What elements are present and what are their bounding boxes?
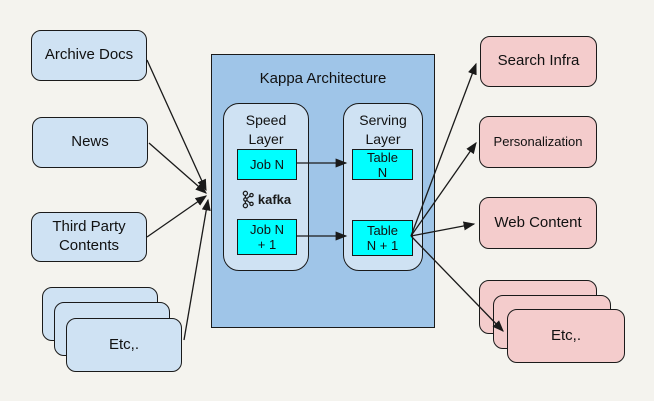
- job-n-cell: Job N: [237, 149, 297, 180]
- sink-etc-card-front: Etc,.: [507, 309, 625, 363]
- arrow-etc-to-kappa: [183, 198, 211, 341]
- sink-personalization: Personalization: [479, 116, 597, 168]
- source-third-party: Third Party Contents: [31, 212, 147, 262]
- table-n-label-line2: N: [377, 164, 388, 180]
- source-archive-docs: Archive Docs: [31, 30, 147, 81]
- source-etc-label: Etc,.: [108, 335, 139, 353]
- kafka-icon: [242, 190, 254, 208]
- table-n-plus-1-label-line2: N + 1: [366, 238, 399, 253]
- serving-layer-title: Serving Layer: [344, 111, 422, 149]
- sink-search-infra: Search Infra: [480, 36, 597, 87]
- job-n-plus-1-cell: Job N + 1: [237, 219, 297, 255]
- job-n-plus-1-label-line2: + 1: [257, 237, 277, 252]
- table-n-plus-1-label-line1: Table: [366, 223, 399, 238]
- sink-personalization-label: Personalization: [493, 133, 583, 149]
- source-archive-docs-label: Archive Docs: [44, 46, 134, 64]
- arrow-archive-docs-to-kappa: [146, 59, 207, 192]
- speed-layer-title: Speed Layer: [224, 111, 308, 149]
- arrow-third-party-to-kappa: [146, 195, 208, 238]
- speed-layer-box: Speed Layer Job N: [223, 103, 309, 271]
- table-n-cell: Table N: [352, 149, 413, 180]
- sink-etc-label: Etc,.: [550, 326, 581, 344]
- kafka-label: kafka: [257, 191, 292, 207]
- arrow-news-to-kappa: [148, 142, 207, 194]
- sink-web-content: Web Content: [479, 197, 597, 249]
- kappa-architecture-box: Kappa Architecture Speed Layer Job N: [211, 54, 435, 328]
- serving-layer-title-line2: Layer: [365, 131, 401, 147]
- serving-layer-title-line1: Serving: [359, 112, 407, 128]
- table-n-label-line1: Table: [366, 149, 399, 165]
- kafka-row: kafka: [224, 188, 308, 210]
- speed-layer-title-line2: Layer: [248, 131, 284, 147]
- source-third-party-label: Third Party Contents: [52, 218, 126, 254]
- source-etc-card-front: Etc,.: [66, 318, 182, 372]
- sink-web-content-label: Web Content: [494, 213, 582, 231]
- sink-search-infra-label: Search Infra: [497, 52, 580, 70]
- source-news-label: News: [71, 133, 109, 151]
- job-n-plus-1-label-line1: Job N: [250, 222, 284, 237]
- table-n-plus-1-cell: Table N + 1: [352, 220, 413, 256]
- source-news: News: [32, 117, 148, 168]
- speed-layer-title-line1: Speed: [245, 112, 287, 128]
- serving-layer-box: Serving Layer Table N Table N + 1: [343, 103, 423, 271]
- job-n-label: Job N: [250, 157, 284, 172]
- kappa-title: Kappa Architecture: [259, 70, 387, 87]
